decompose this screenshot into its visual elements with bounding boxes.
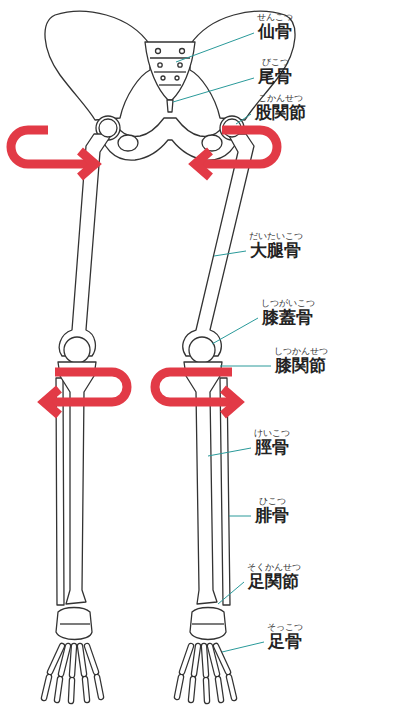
furigana: せんこつ bbox=[257, 13, 293, 22]
furigana: だいたいこつ bbox=[249, 232, 303, 241]
furigana: そくかんせつ bbox=[247, 563, 301, 572]
bone-label: 腓骨 bbox=[255, 506, 289, 525]
furigana: こかんせつ bbox=[258, 94, 303, 103]
foot-bones bbox=[44, 646, 234, 701]
bone-label: 仙骨 bbox=[258, 22, 292, 41]
rotation-arrows bbox=[11, 130, 277, 415]
furigana: びこつ bbox=[262, 58, 289, 67]
furigana: そっこつ bbox=[267, 623, 303, 632]
bone-label: 膝関節 bbox=[275, 356, 326, 375]
bone-label: 足骨 bbox=[268, 632, 302, 651]
furigana: しつがいこつ bbox=[261, 299, 315, 308]
bone-label: 脛骨 bbox=[255, 438, 289, 457]
pelvis bbox=[45, 11, 295, 160]
furigana: ひこつ bbox=[259, 497, 286, 506]
bone-label: 足関節 bbox=[248, 572, 299, 591]
furigana: しつかんせつ bbox=[274, 347, 328, 356]
bone-label: 尾骨 bbox=[258, 67, 292, 86]
leg-bones bbox=[56, 119, 254, 640]
furigana: けいこつ bbox=[254, 429, 290, 438]
bone-label: 股関節 bbox=[255, 103, 306, 122]
bone-label: 大腿骨 bbox=[250, 241, 301, 260]
bone-label: 膝蓋骨 bbox=[262, 308, 313, 327]
